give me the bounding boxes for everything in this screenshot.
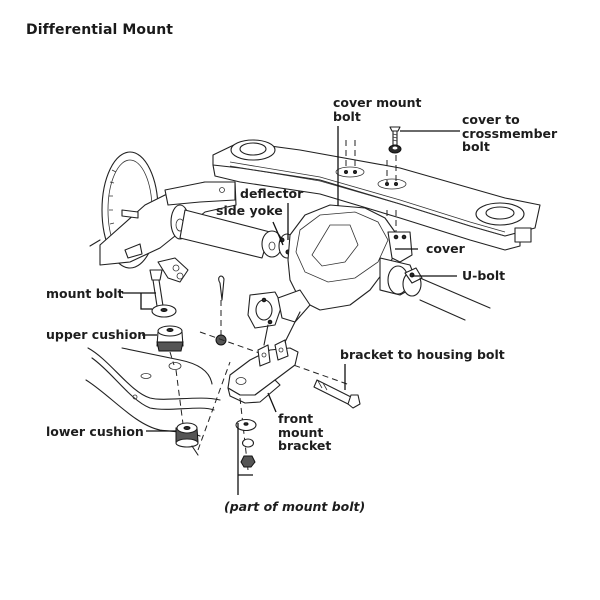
label-cover: cover <box>426 241 465 256</box>
pinion-yoke <box>247 289 311 329</box>
mount-bolt-hardware <box>235 418 257 468</box>
label-cover-to-crossmember-bolt: cover to crossmember bolt <box>462 112 558 154</box>
cotter-pin-and-nut <box>199 275 351 386</box>
label-front-mount-bracket: front mount bracket <box>278 411 332 453</box>
lower-cushion-part <box>175 369 199 448</box>
left-axle-housing <box>89 151 237 283</box>
diagram-title: Differential Mount <box>26 22 174 38</box>
label-mount-bolt: mount bolt <box>46 286 124 301</box>
crossmember <box>212 139 541 251</box>
front-mount-bracket-part <box>227 311 301 404</box>
differential-housing <box>287 204 423 311</box>
right-driveshaft <box>419 277 491 321</box>
label-deflector: deflector <box>240 186 304 201</box>
label-part-of-mount-bolt: (part of mount bolt) <box>224 499 366 514</box>
label-side-yoke: side yoke <box>216 203 283 218</box>
label-cover-mount-bolt: cover mount bolt <box>333 95 422 124</box>
mount-bolt-part <box>149 269 177 318</box>
label-upper-cushion: upper cushion <box>46 327 147 342</box>
cover-to-crossmember-bolt-part <box>388 126 402 154</box>
bracket-to-housing-bolt-part <box>313 379 361 409</box>
label-u-bolt: U-bolt <box>462 268 506 283</box>
leader-lines <box>122 126 460 495</box>
label-bracket-to-housing-bolt: bracket to housing bolt <box>340 347 505 362</box>
frame-rail <box>85 347 221 437</box>
left-driveshaft <box>179 209 296 259</box>
upper-cushion-part <box>156 325 184 366</box>
label-lower-cushion: lower cushion <box>46 424 144 439</box>
